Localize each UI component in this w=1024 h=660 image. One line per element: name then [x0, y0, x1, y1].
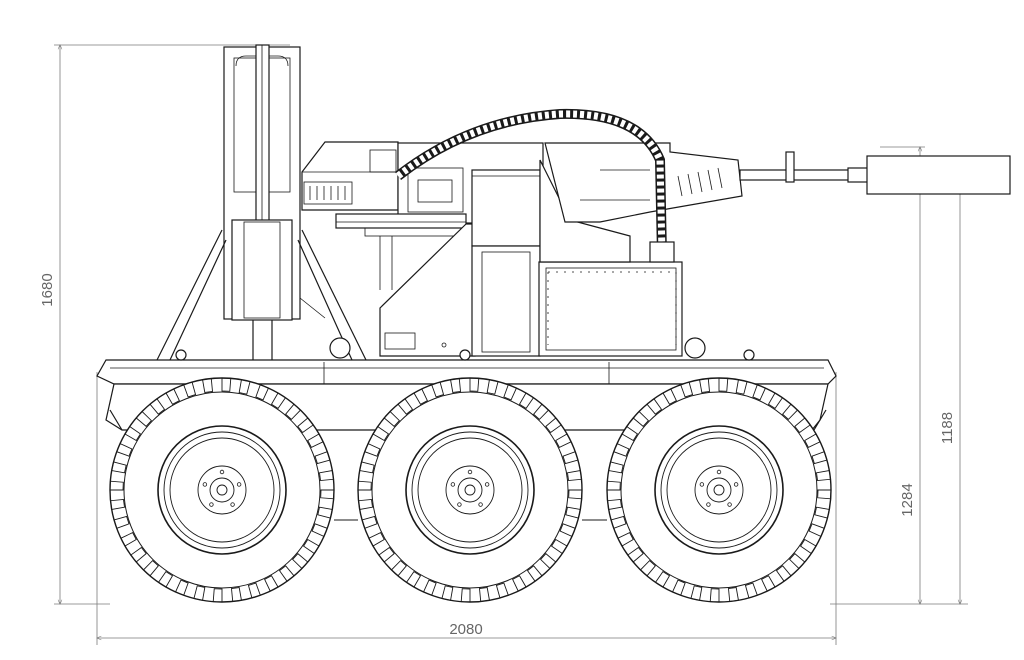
turret-body — [301, 108, 1011, 357]
dim-length-total: 2080 — [449, 621, 482, 638]
dim-height-weapon: 1284 — [899, 483, 916, 516]
front-wheel — [109, 377, 335, 603]
mast-assembly — [156, 44, 367, 362]
dim-height-total: 1680 — [39, 273, 56, 306]
rear-wheel — [606, 377, 832, 603]
dim-height-axis: 1188 — [939, 412, 956, 444]
middle-wheel — [357, 377, 583, 603]
